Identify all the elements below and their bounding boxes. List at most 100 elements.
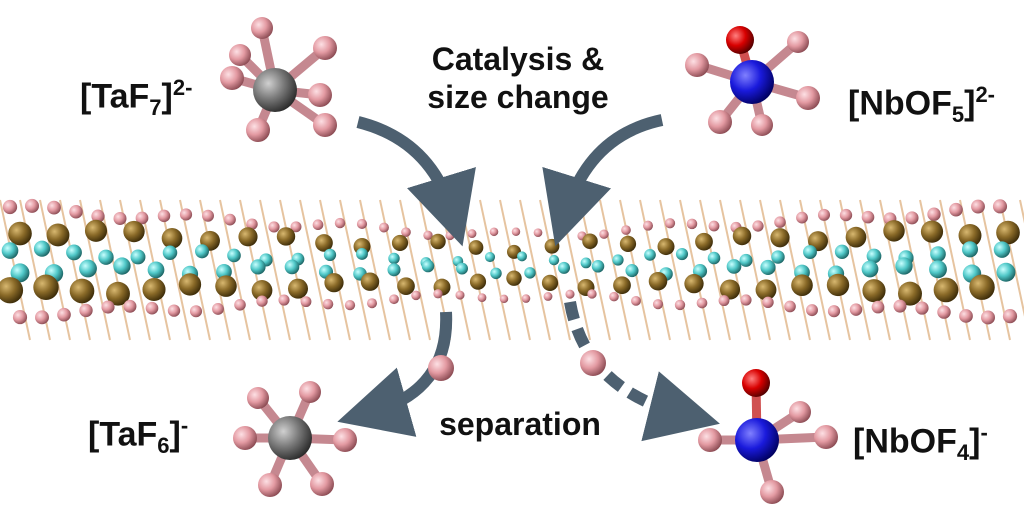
arrow-taf6-out (337, 311, 453, 437)
fluorine-atom (246, 218, 258, 230)
fluorine-atom (308, 83, 332, 107)
teal-atom (996, 262, 1016, 282)
label-base: [TaF (80, 77, 150, 116)
fluorine-atom (233, 426, 257, 450)
fluorine-atom (35, 310, 49, 325)
teal-atom (194, 244, 210, 259)
fluorine-atom (366, 298, 378, 309)
label-taf7: [TaF7]2- (80, 75, 192, 121)
teal-atom (739, 253, 753, 267)
fluoride-ion-left (428, 355, 454, 381)
fluorine-atom (652, 299, 664, 310)
fluorine-atom (411, 290, 421, 301)
fluorine-atom (533, 228, 543, 238)
lattice-bond (219, 199, 251, 341)
lattice-bond (519, 199, 551, 341)
metal-atom (544, 238, 560, 254)
fluorine-atom (299, 381, 321, 403)
fluorine-atom (189, 305, 203, 318)
fluorine-atom (179, 208, 193, 221)
teal-atom (771, 250, 785, 264)
fluorine-atom (356, 218, 368, 230)
metal-atom (958, 223, 982, 247)
molecule (233, 381, 357, 497)
metal-atom (468, 240, 484, 255)
label-sup: 2- (975, 82, 995, 107)
fluorine-atom (992, 199, 1008, 214)
fluorine-atom (251, 17, 273, 39)
teal-atom (227, 248, 241, 263)
teal-atom (113, 257, 131, 275)
fluorine-atom (849, 303, 863, 316)
metal-atom (684, 273, 704, 294)
fluorine-atom (949, 202, 963, 217)
fluorine-atom (587, 289, 597, 299)
fluorine-atom (643, 220, 653, 231)
teal-atom (961, 241, 979, 258)
fluorine-atom (123, 299, 137, 313)
fluorine-atom (905, 211, 919, 225)
metal-atom (315, 234, 333, 252)
fluorine-atom (696, 297, 708, 309)
fluorine-atom (927, 207, 941, 221)
teal-atom (675, 247, 689, 261)
teal-atom (834, 244, 850, 259)
lattice-bond (499, 199, 531, 341)
fluorine-atom (806, 304, 818, 317)
fluorine-atom (246, 118, 270, 142)
label-nbof4: [NbOF4]- (853, 420, 988, 466)
fluorine-atom (69, 204, 83, 219)
fluorine-atom (313, 113, 337, 137)
teal-atom (356, 248, 368, 260)
metal-atom (324, 273, 344, 293)
metal-atom (969, 274, 995, 300)
caption-line-1: Catalysis & (431, 41, 605, 77)
fluorine-atom (12, 309, 28, 325)
metal-atom (46, 223, 70, 247)
fluorine-atom (334, 217, 346, 229)
teal-atom (10, 263, 30, 283)
metal-atom (391, 234, 409, 252)
teal-atom (557, 261, 571, 274)
fluorine-atom (47, 200, 61, 215)
lattice-bond (899, 199, 931, 341)
fluorine-atom (787, 31, 809, 53)
metal-atom (33, 274, 59, 300)
fluorine-atom (310, 472, 334, 496)
metal-atom (619, 235, 637, 253)
fluorine-atom (312, 219, 324, 231)
teal-atom (580, 257, 592, 269)
fluorine-atom (915, 301, 929, 315)
fluorine-atom (313, 36, 337, 60)
fluorine-atom (212, 303, 224, 315)
metal-atom (826, 273, 850, 297)
fluorine-atom (224, 213, 236, 226)
lattice-bond (399, 199, 431, 341)
teal-atom (162, 245, 178, 260)
metal-atom (430, 233, 446, 250)
teal-atom (625, 264, 639, 278)
teal-atom (803, 245, 817, 259)
teal-atom (726, 259, 742, 274)
fluorine-atom (599, 229, 609, 239)
label-sub: 5 (951, 102, 965, 128)
fluorine-atom (379, 222, 389, 233)
fluorine-atom (229, 44, 251, 66)
label-base: [TaF (88, 415, 158, 454)
fluorine-atom (686, 218, 698, 230)
fluorine-atom (981, 310, 995, 325)
metal-atom (648, 271, 668, 291)
fluorine-atom (300, 296, 312, 308)
label-base: [NbOF (853, 422, 957, 461)
lattice-bond (159, 199, 191, 341)
fluorine-atom (24, 198, 40, 213)
fluorine-atom (814, 425, 838, 449)
fluorine-atom (101, 300, 115, 314)
label-close: ] (969, 422, 981, 461)
fluorine-atom (796, 211, 808, 224)
lattice-bond (799, 199, 831, 341)
lattice-bond (199, 199, 231, 341)
metal-atom (845, 226, 867, 248)
label-nbof5: [NbOF5]2- (848, 82, 995, 128)
fluorine-atom (751, 114, 773, 136)
